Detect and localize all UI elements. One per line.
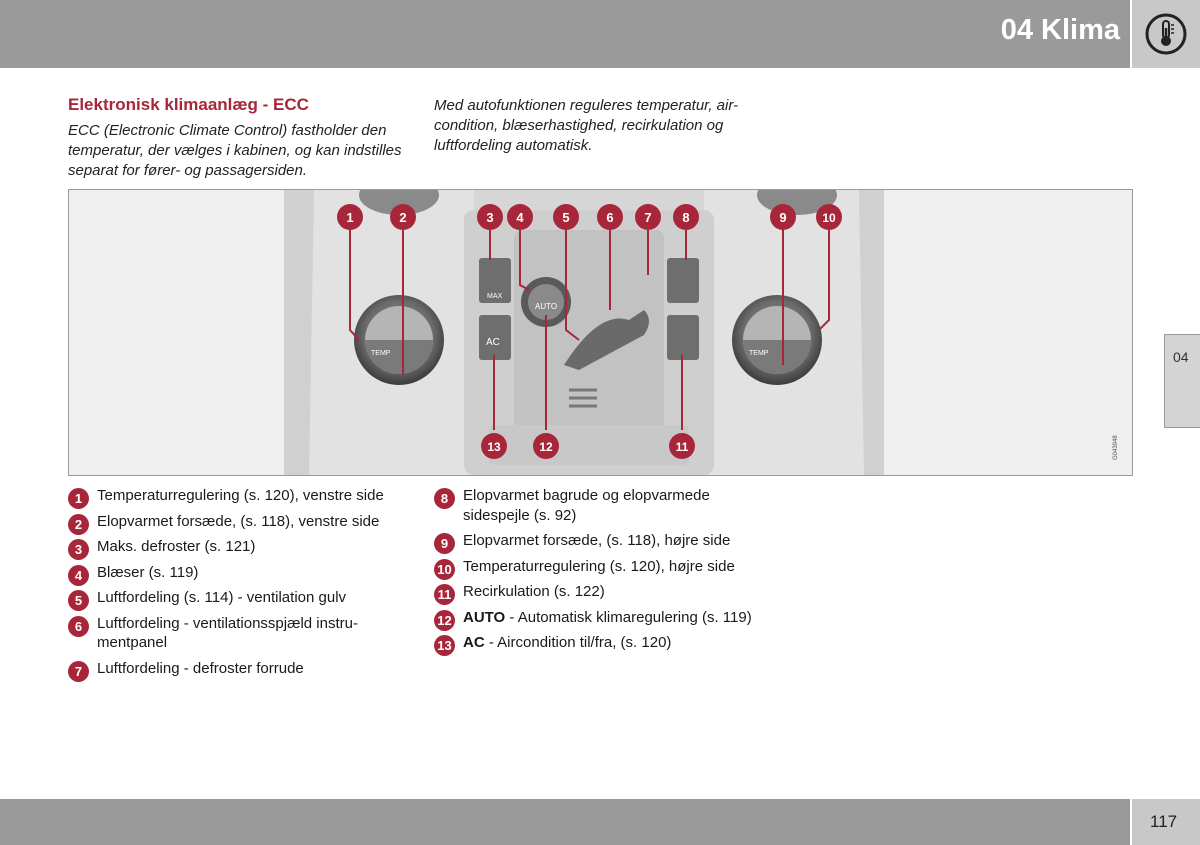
intro-text-left: ECC (Electronic Climate Control) fasthol… (68, 122, 402, 179)
legend-text: - Automatisk klimaregulering (s. 119) (505, 608, 752, 626)
legend-item: 4 Blæser (s. 119) (68, 563, 398, 586)
figure-code: G043948 (1113, 435, 1119, 460)
callout-13-label: 13 (487, 440, 501, 454)
legend-text: Blæser (s. 119) (97, 563, 199, 581)
legend-number-badge: 11 (434, 584, 455, 605)
legend-item: 7 Luftfordeling - defroster forrude (68, 659, 398, 682)
intro-text-right: Med autofunktionen reguleres temperatur,… (434, 97, 739, 154)
climate-panel-illustration: TEMP TEMP MAX AC AUTO G043948 (68, 189, 1133, 476)
legend-text: Luftfordeling (s. 114) - ventilation gul… (97, 589, 347, 606)
legend-text: Temperaturregulering (s. 120), venstre s… (97, 487, 384, 504)
legend-text: Luftfordeling - ventilationsspjæld instr… (97, 614, 358, 652)
callout-4-label: 4 (516, 210, 524, 225)
page-number: 117 (1150, 812, 1178, 831)
callout-13 (481, 433, 507, 459)
legend-number-badge: 2 (68, 513, 89, 535)
legend-item: 6 Luftfordeling - ventilationsspjæld inst… (68, 614, 398, 653)
legend-number-badge: 1 (68, 488, 89, 509)
header-bar (0, 0, 1130, 68)
legend-text: Elopvarmet forsæde, (s. 118), højre side (463, 532, 731, 549)
callout-7 (635, 204, 661, 230)
callout-9-label: 9 (779, 210, 786, 225)
legend-lead: AUTO (463, 608, 506, 626)
callout-12 (533, 433, 559, 459)
legend-text: Temperaturregulering (s. 120), højre sid… (463, 557, 735, 575)
legend-item: 12 AUTO - Automatisk klimaregulering (s. … (434, 608, 764, 631)
callout-2-label: 2 (399, 210, 406, 225)
legend-left: 1 Temperaturregulering (s. 120), venstre … (68, 486, 398, 684)
callout-5-label: 5 (562, 210, 569, 225)
callout-8 (673, 204, 699, 230)
legend-text: Elopvarmet bagrude og elopvarmede sidesp… (463, 487, 710, 524)
callout-3 (477, 204, 503, 230)
callout-4 (507, 204, 533, 230)
legend-number-badge: 3 (68, 539, 89, 560)
callout-10-label: 10 (822, 211, 836, 225)
legend-number-badge: 13 (434, 635, 455, 656)
legend-item: 3 Maks. defroster (s. 121) (68, 537, 398, 560)
legend-right: 8 Elopvarmet bagrude og elopvarmede sides… (434, 486, 764, 659)
legend-number-badge: 7 (68, 660, 89, 682)
legend-number-badge: 12 (434, 609, 455, 631)
callout-6-label: 6 (606, 210, 613, 225)
section-heading: Elektronisk klimaanlæg - ECC (68, 95, 309, 114)
legend-item: 9 Elopvarmet forsæde, (s. 118), højre sid… (434, 531, 764, 554)
footer-bar (0, 799, 1130, 845)
legend-text: Maks. defroster (s. 121) (97, 538, 256, 555)
callout-12-label: 12 (539, 440, 553, 454)
left-temp-label: TEMP (371, 350, 391, 357)
legend-number-badge: 9 (434, 533, 455, 554)
page-number-box (1132, 799, 1200, 845)
legend-item: 8 Elopvarmet bagrude og elopvarmede sides… (434, 486, 764, 525)
legend-lead: AC (463, 634, 485, 651)
legend-number-badge: 5 (68, 590, 89, 611)
callout-6 (597, 204, 623, 230)
side-tab-label: 04 (1173, 349, 1189, 365)
callout-8-label: 8 (682, 210, 689, 225)
callout-1-label: 1 (346, 210, 353, 225)
chapter-title: 04 Klima (1000, 14, 1120, 46)
legend-text: Elopvarmet forsæde, (s. 118), venstre si… (97, 512, 380, 530)
callout-1 (337, 204, 363, 230)
callout-2 (390, 204, 416, 230)
callout-7-label: 7 (644, 210, 651, 225)
callout-3-label: 3 (486, 210, 493, 225)
chapter-icon-box (1132, 0, 1200, 68)
legend-number-badge: 10 (434, 558, 455, 580)
auto-button-label: AUTO (535, 302, 557, 311)
legend-item: 2 Elopvarmet forsæde, (s. 118), venstre s… (68, 512, 398, 535)
chapter-side-tab[interactable]: 04 (1164, 334, 1200, 428)
legend-number-badge: 6 (68, 615, 89, 637)
callout-9 (770, 204, 796, 230)
ac-button-label: AC (486, 337, 500, 348)
legend-text: Luftfordeling - defroster forrude (97, 659, 304, 677)
right-temp-label: TEMP (749, 350, 769, 357)
callout-5 (553, 204, 579, 230)
legend-number-badge: 8 (434, 488, 455, 509)
legend-number-badge: 4 (68, 564, 89, 586)
max-defrost-label: MAX (487, 293, 503, 300)
legend-item: 10 Temperaturregulering (s. 120), højre s… (434, 557, 764, 580)
thermometer-icon (1145, 13, 1187, 55)
legend-item: 13 AC - Aircondition til/fra, (s. 120) (434, 633, 764, 656)
callout-10 (816, 204, 842, 230)
callout-11-label: 11 (676, 440, 689, 454)
climate-panel-svg: TEMP TEMP MAX AC AUTO G043948 (69, 190, 1132, 475)
legend-item: 11 Recirkulation (s. 122) (434, 582, 764, 605)
legend-item: 1 Temperaturregulering (s. 120), venstre … (68, 486, 398, 509)
callout-11 (669, 433, 695, 459)
legend-item: 5 Luftfordeling (s. 114) - ventilation gu… (68, 588, 398, 611)
legend-text: - Aircondition til/fra, (s. 120) (484, 634, 672, 651)
legend-text: Recirkulation (s. 122) (463, 583, 605, 600)
